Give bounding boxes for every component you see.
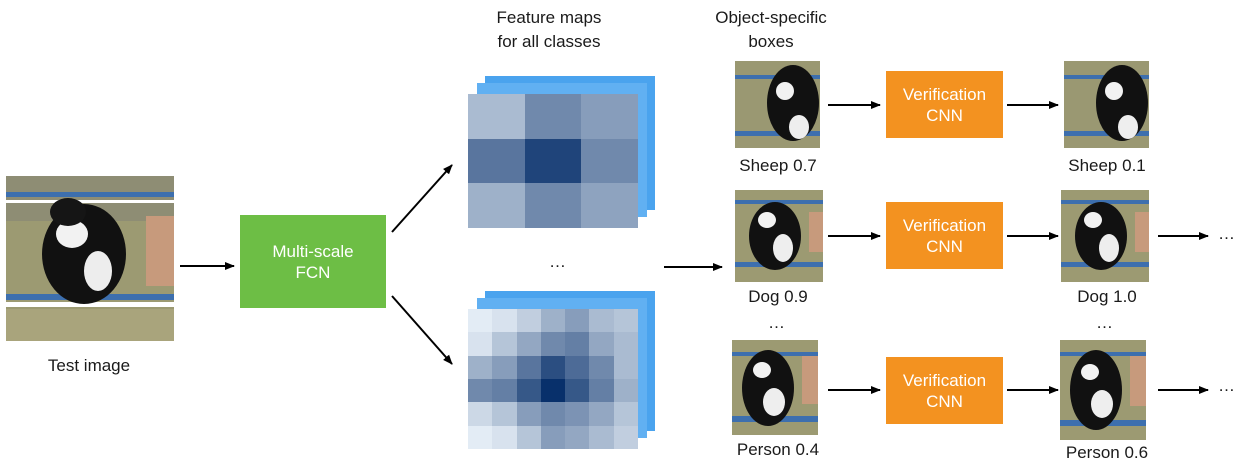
heatmap-cell [468,332,493,356]
heatmap-cell [540,425,566,449]
heatmap-cell [589,309,614,333]
feature-maps-title-line-2: for all classes [497,32,601,51]
heatmap-cell [492,309,517,333]
heatmap-cell [613,425,638,449]
fcn-line-1: Multi-scale [272,241,354,261]
heatmap-cell [524,183,582,228]
heatmap-cell [492,402,517,426]
heatmap-cell [540,309,566,333]
test-image-label: Test image [47,356,131,375]
feature-map-heatmap-bottom [468,309,638,449]
heatmap-cell [581,138,638,184]
heatmap-cell [468,402,493,426]
verification-line-1: Verification [902,84,987,104]
row-3-output-label: Person 0.6 [1065,443,1149,462]
verification-line-2: CNN [926,391,963,411]
heatmap-cell [613,332,638,356]
heatmap-cell [589,332,614,356]
heatmap-cell [613,379,638,403]
heatmap-cell [565,332,590,356]
row-1-input-label: Sheep 0.7 [739,156,817,175]
row-2-output-crop [1061,190,1149,282]
row-3-input-crop [732,340,818,435]
heatmap-cell [516,332,541,356]
heatmap-cell [516,309,541,333]
heatmap-cell [613,402,638,426]
row-1-output-label: Sheep 0.1 [1068,156,1146,175]
feature-map-stack-bottom [468,291,660,451]
heatmap-cell [468,309,493,333]
heatmap-cell [589,379,614,403]
verification-line-1: Verification [902,215,987,235]
heatmap-cell [581,183,638,228]
feature-maps-title-line-1: Feature maps [496,8,602,27]
heatmap-cell [516,355,541,379]
heatmap-cell [468,379,493,403]
heatmap-cell [613,309,638,333]
feature-map-heatmap-top [468,94,638,228]
row-2-continue-ellipsis: … [1218,224,1237,243]
heatmap-cell [492,332,517,356]
heatmap-cell [589,355,614,379]
heatmap-cell [540,379,566,403]
row-3-continue-ellipsis: … [1218,376,1237,395]
heatmap-cell [589,425,614,449]
row-3-input-label: Person 0.4 [736,440,820,459]
row-3-output-crop [1060,340,1146,440]
row-2-output-ellipsis: … [1096,313,1115,332]
multi-scale-fcn-box: Multi-scale FCN [240,215,386,308]
heatmap-cell [516,379,541,403]
heatmap-cell [524,138,582,184]
heatmap-cell [540,402,566,426]
heatmap-cell [468,94,525,139]
row-2-input-label: Dog 0.9 [748,287,808,306]
heatmap-cell [492,425,517,449]
heatmap-cell [589,402,614,426]
heatmap-cell [540,332,566,356]
heatmap-cell [565,379,590,403]
verification-line-1: Verification [902,370,987,390]
heatmap-cell [468,183,525,228]
test-image [6,176,174,341]
heatmap-cell [516,425,541,449]
heatmap-cell [540,355,566,379]
row-1-output-crop [1064,61,1149,148]
heatmap-cell [468,355,493,379]
row-2-input-ellipsis: … [768,313,787,332]
row-2-output-label: Dog 1.0 [1077,287,1137,306]
heatmap-cell [468,425,493,449]
object-boxes-title-line-2: boxes [748,32,794,51]
heatmap-cell [613,355,638,379]
arrow-fcn-to-top-maps [391,164,453,233]
feature-map-stack-top [468,76,660,236]
heatmap-cell [468,138,525,184]
arrow-fcn-to-bottom-maps [391,295,453,365]
verification-line-2: CNN [926,105,963,125]
heatmap-cell [581,94,638,139]
heatmap-cell [516,402,541,426]
feature-maps-ellipsis: … [549,252,568,271]
heatmap-cell [492,355,517,379]
heatmap-cell [565,402,590,426]
row-2-input-crop [735,190,823,282]
heatmap-cell [565,355,590,379]
heatmap-cell [492,379,517,403]
fcn-line-2: FCN [295,262,331,282]
heatmap-cell [524,94,582,139]
heatmap-cell [565,425,590,449]
object-boxes-title-line-1: Object-specific [715,8,827,27]
row-1-input-crop [735,61,820,148]
verification-line-2: CNN [926,236,963,256]
heatmap-cell [565,309,590,333]
